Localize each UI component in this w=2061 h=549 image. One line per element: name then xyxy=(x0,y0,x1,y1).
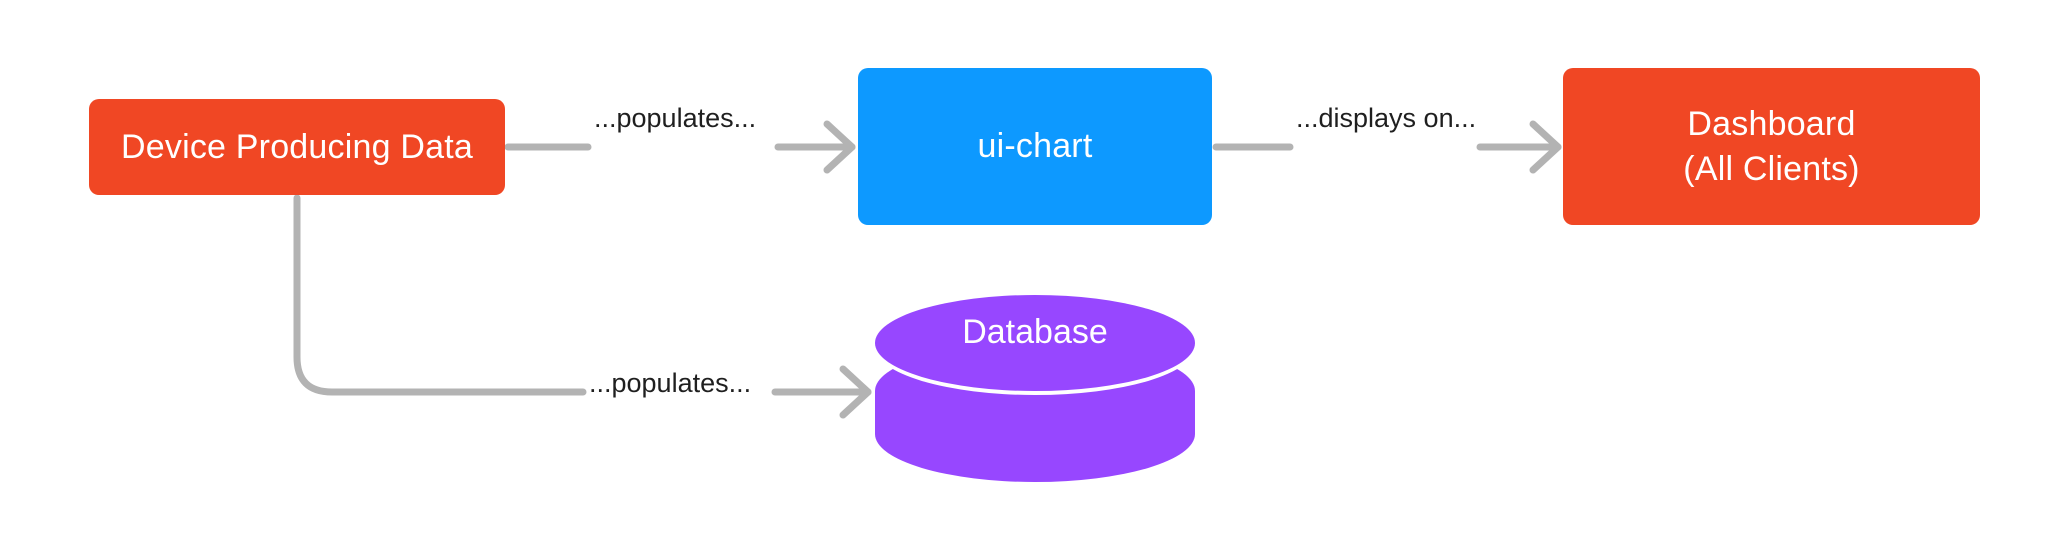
arrowhead-icon xyxy=(1529,120,1562,174)
node-device-producing-data[interactable]: Device Producing Data xyxy=(89,99,505,195)
node-dashboard-label-line1: Dashboard xyxy=(1687,104,1856,143)
node-dashboard-label-line2: (All Clients) xyxy=(1683,149,1860,188)
node-dashboard[interactable]: Dashboard (All Clients) xyxy=(1563,68,1980,225)
edge-label-uichart-to-dashboard: ...displays on... xyxy=(1296,103,1477,133)
arrowhead-icon xyxy=(839,365,872,419)
node-device-producing-data-label: Device Producing Data xyxy=(121,127,473,166)
node-ui-chart[interactable]: ui-chart xyxy=(858,68,1212,225)
cylinder-top-ellipse-shape xyxy=(875,295,1195,391)
arrowhead-icon xyxy=(823,120,856,174)
edge-label-device-to-database: ...populates... xyxy=(589,368,752,398)
node-ui-chart-label: ui-chart xyxy=(977,127,1093,166)
edge-device-to-database-elbow xyxy=(293,194,587,396)
edge-device-to-database xyxy=(293,194,872,419)
edge-label-device-to-uichart: ...populates... xyxy=(594,103,757,133)
node-database[interactable]: Database xyxy=(875,295,1195,482)
